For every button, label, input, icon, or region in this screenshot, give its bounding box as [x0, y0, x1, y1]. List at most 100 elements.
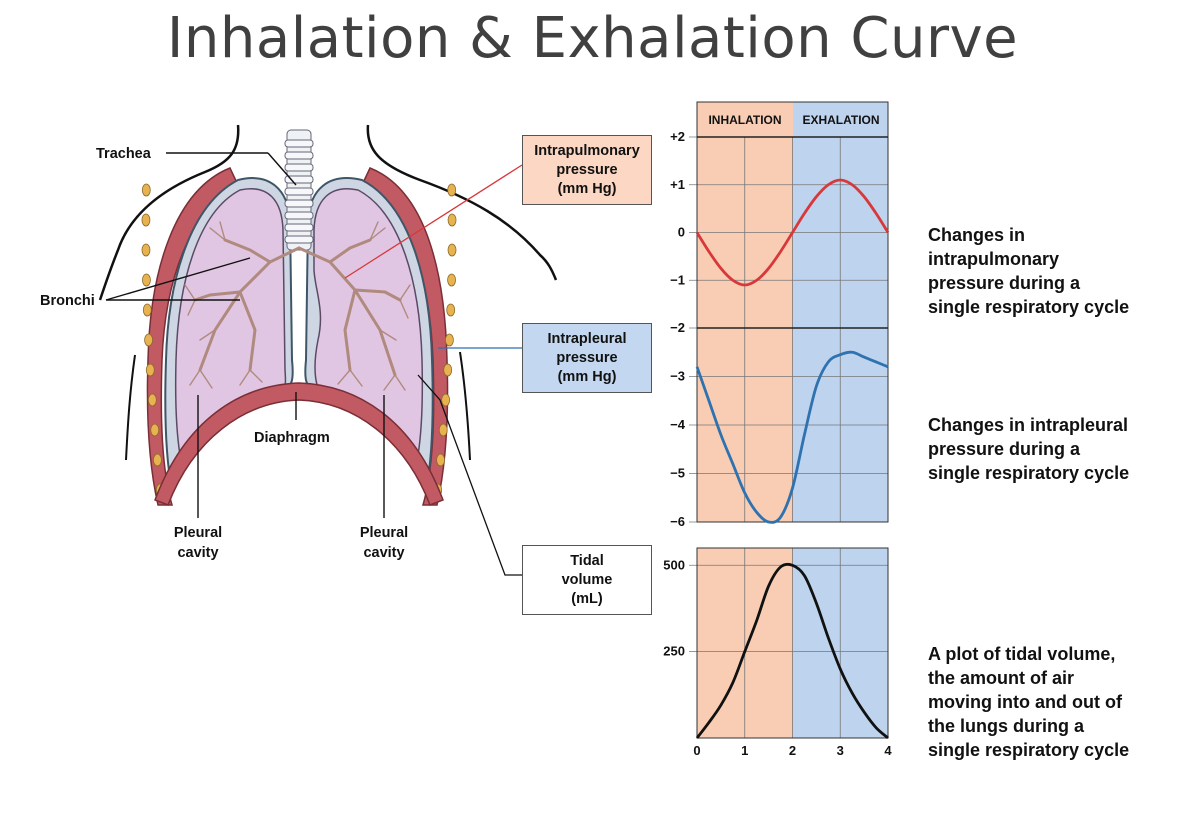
intrapulmonary-leader — [344, 164, 523, 279]
trachea-ring — [284, 139, 314, 148]
intrapleural-box-line1: Intrapleural — [547, 330, 627, 347]
x-tick-label: 2 — [789, 743, 796, 758]
diaphragm — [154, 382, 444, 506]
body-outline — [366, 124, 558, 281]
trachea-ring — [284, 223, 314, 232]
tidal-box-line2: volume — [561, 571, 613, 588]
bronchial-tree — [193, 238, 402, 377]
intrapleural-pressure-box: Intrapleural pressure (mm Hg) — [522, 323, 652, 393]
rib-dot — [446, 303, 456, 317]
y-tick-label: −6 — [670, 514, 685, 529]
desc-line: A plot of tidal volume, — [928, 644, 1116, 664]
trachea-ring — [284, 151, 314, 160]
body-outline — [98, 124, 240, 301]
rib-dot — [153, 453, 162, 467]
x-tick-label: 0 — [693, 743, 700, 758]
x-tick-label: 4 — [884, 743, 892, 758]
trachea-ring — [284, 163, 314, 172]
trachea-ring — [284, 199, 314, 208]
desc-line: single respiratory cycle — [928, 297, 1130, 317]
lung-annotations: Trachea Bronchi Diaphragm Pleural cavity… — [40, 146, 523, 576]
rib-dot — [441, 393, 451, 407]
y-tick-label: +2 — [670, 129, 685, 144]
desc-line: the lungs during a — [928, 716, 1084, 736]
y-tick-label: −2 — [670, 320, 685, 335]
y-tick-label: 500 — [663, 557, 685, 572]
intrapulmonary-box-line1: Intrapulmonary — [534, 142, 640, 159]
x-tick-label: 3 — [837, 743, 844, 758]
desc-line: single respiratory cycle — [928, 740, 1130, 760]
rib-dot — [447, 273, 456, 287]
rib-dot — [144, 333, 153, 347]
desc-line: pressure during a — [928, 273, 1081, 293]
trachea-ring — [284, 211, 314, 220]
intrapleural-curve — [695, 350, 889, 524]
rib-dot — [445, 333, 454, 347]
desc-line: Changes in — [928, 225, 1026, 245]
intrapulmonary-box-line2: pressure — [556, 161, 618, 178]
rib-dot — [436, 453, 445, 467]
rib-dot — [141, 213, 151, 227]
intrapleural-box-line2: pressure — [556, 349, 618, 366]
trachea — [284, 129, 314, 251]
tidal-volume-curve — [695, 562, 889, 740]
tidal-box-line1: Tidal — [570, 552, 604, 569]
tidal-volume-box: Tidal volume (mL) — [522, 545, 652, 615]
pleural-cavity-left-label-line2: cavity — [177, 545, 218, 561]
rib-dot — [142, 273, 151, 287]
rib-dot — [141, 243, 151, 257]
rib-dot — [447, 213, 457, 227]
intrapulmonary-curve — [695, 178, 890, 287]
desc-line: moving into and out of — [928, 692, 1122, 712]
desc-line: intrapulmonary — [928, 249, 1060, 269]
diaphragm-label: Diaphragm — [254, 430, 330, 446]
intrapleural-description: Changes in intrapleural pressure during … — [928, 413, 1129, 485]
intrapulmonary-box-line3: (mm Hg) — [557, 180, 617, 197]
lung-illustration — [98, 124, 558, 506]
bronchial-twigs — [184, 221, 411, 391]
pleural-cavity-right-label-line2: cavity — [363, 545, 404, 561]
y-tick-label: −5 — [670, 466, 685, 481]
trachea-label: Trachea — [96, 146, 152, 162]
rib-dot — [141, 183, 151, 197]
slide-title: Inhalation & Exhalation Curve — [166, 6, 1019, 71]
upper-chart-frame — [696, 101, 889, 523]
y-tick-label: −1 — [670, 272, 685, 287]
y-tick-label: −3 — [670, 369, 685, 384]
rib-dot — [443, 363, 453, 377]
rib-dot — [150, 423, 160, 437]
intrapleural-box-line3: (mm Hg) — [557, 368, 617, 385]
exhalation-label: EXHALATION — [802, 113, 879, 127]
inhalation-label: INHALATION — [708, 113, 781, 127]
bronchi-label: Bronchi — [40, 293, 95, 309]
rib-dot — [145, 363, 155, 377]
y-tick-label: +1 — [670, 177, 685, 192]
rib-dot — [447, 243, 457, 257]
desc-line: pressure during a — [928, 439, 1081, 459]
pleural-cavity-right-label-line1: Pleural — [360, 525, 408, 541]
desc-line: Changes in intrapleural — [928, 415, 1129, 435]
rib-dot — [447, 183, 457, 197]
trachea-ring — [284, 187, 314, 196]
y-tick-label: 0 — [678, 225, 685, 240]
intrapulmonary-description: Changes in intrapulmonary pressure durin… — [928, 223, 1129, 319]
rib-dot — [147, 393, 157, 407]
tidal-box-line3: (mL) — [571, 590, 603, 607]
body-outline — [125, 354, 136, 461]
rib-dot — [142, 303, 152, 317]
rib-dot — [438, 423, 448, 437]
pleural-cavity-left-label-line1: Pleural — [174, 525, 222, 541]
desc-line: single respiratory cycle — [928, 463, 1130, 483]
y-tick-label: −4 — [670, 417, 686, 432]
respiratory-charts: INHALATION EXHALATION +2 +1 0 −1 −2 −3 −4 −5 −6 5… — [663, 101, 892, 758]
chest-wall — [146, 167, 239, 506]
body-outline — [459, 351, 471, 461]
x-tick-label: 1 — [741, 743, 748, 758]
y-tick-label: 250 — [663, 644, 685, 659]
trachea-ring — [284, 235, 314, 244]
tidal-volume-description: A plot of tidal volume, the amount of ai… — [928, 642, 1129, 762]
tidal-leader — [417, 374, 522, 576]
lower-chart-frame — [696, 547, 889, 739]
intrapulmonary-pressure-box: Intrapulmonary pressure (mm Hg) — [522, 135, 652, 205]
